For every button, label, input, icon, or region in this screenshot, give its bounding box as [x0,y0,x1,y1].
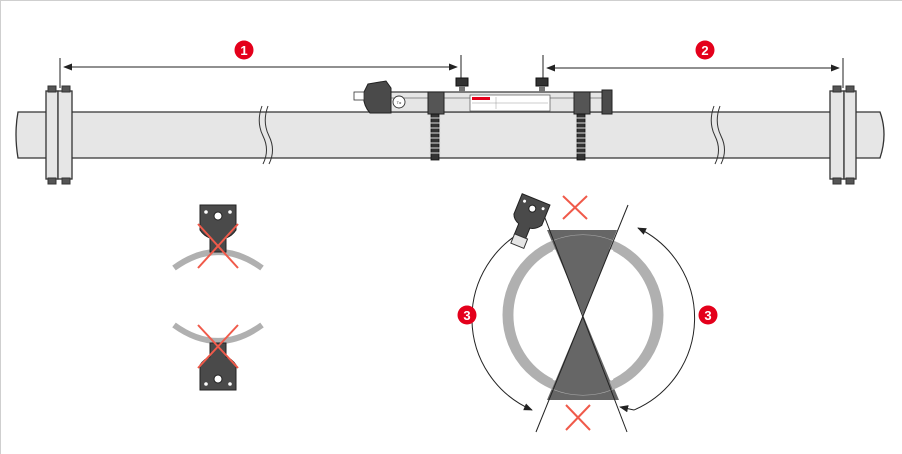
thumb-screw-right [535,77,549,87]
flange-left [45,85,73,185]
sensor-head-icon [510,193,551,250]
cross-icon [197,223,239,269]
temperature-symbol-label: Tα [397,100,402,105]
pipe-arc-bottom [172,322,264,344]
limit-line-left [535,204,629,433]
cross-icon [565,404,591,431]
cross-icon [562,195,588,220]
pipe-body [15,111,885,159]
rotation-arrow-right [633,227,696,411]
temperature-symbol [392,95,406,109]
sensor-head-icon [363,80,392,114]
pipe-break-left [258,105,267,165]
dimension-upstream: 1 [59,40,462,88]
sensor-rail: Tα [353,77,613,115]
callout-3-right-badge [698,305,718,325]
callout-1-label: 1 [240,43,247,58]
thumb-screw-left [455,77,469,87]
sensor-head-icon [199,204,237,253]
pipe-break-right [710,105,719,165]
callout-1-badge [234,40,254,60]
callout-3-right-label: 3 [704,308,711,323]
limit-line-right [539,204,628,433]
clamp-right [573,91,591,161]
wrong-mount-bottom [172,322,264,391]
pipe-cross-section: 3 3 [457,193,718,433]
callout-3-left-label: 3 [463,308,470,323]
callout-2-badge [695,40,715,60]
cross-icon [197,324,239,369]
pipe-arc-top [172,249,264,271]
wrong-mount-top [172,204,264,271]
callout-3-left-badge [457,305,477,325]
dimension-downstream: 2 [542,40,844,88]
callout-2-label: 2 [701,43,708,58]
flange-right [829,85,857,185]
pipe [15,105,885,165]
clamp-left [427,91,445,161]
